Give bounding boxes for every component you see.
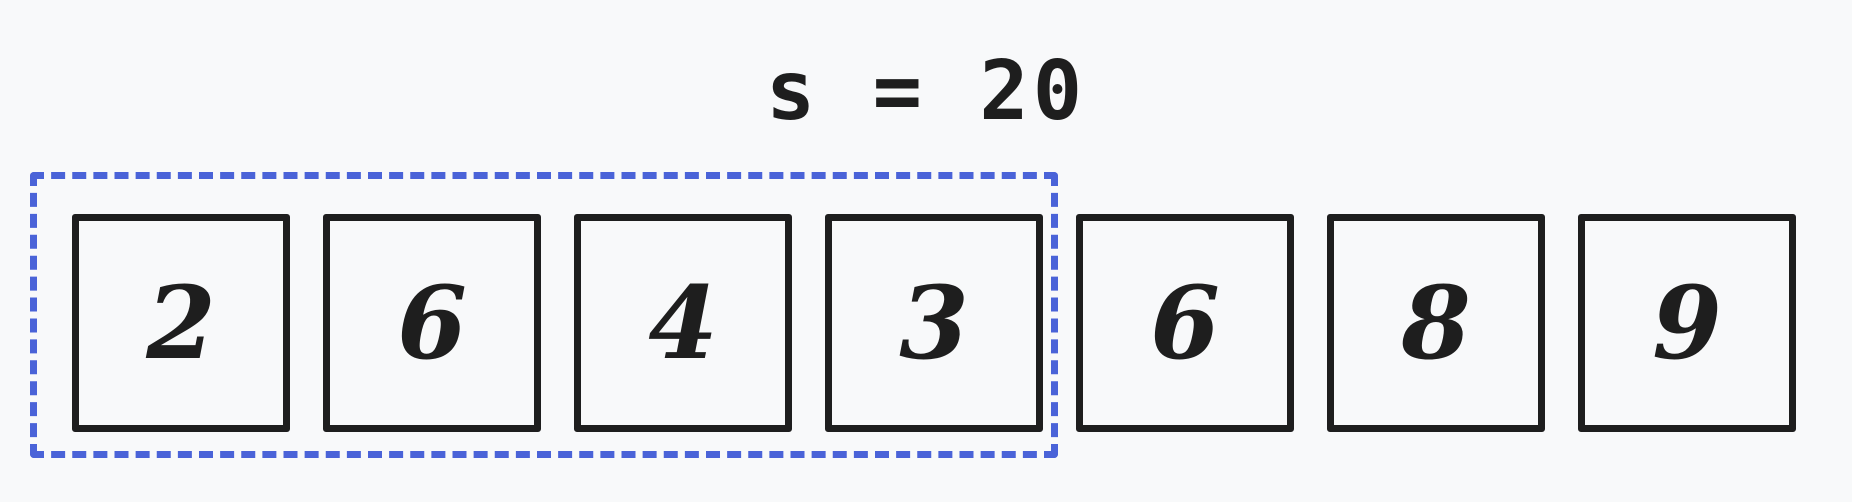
sliding-window-highlight [30,172,1058,458]
array-cell: 6 [323,214,541,432]
sum-label: s = 20 [765,44,1087,139]
array-cell-value: 6 [1150,264,1220,382]
array-cell: 9 [1578,214,1796,432]
array-cell-value: 9 [1652,264,1722,382]
array-cell-value: 4 [648,264,718,382]
array-cell: 8 [1327,214,1545,432]
array-cell: 6 [1076,214,1294,432]
array-cell-value: 6 [397,264,467,382]
array-cell: 2 [72,214,290,432]
array-cell: 4 [574,214,792,432]
array-cell-value: 8 [1401,264,1471,382]
array-cell: 3 [825,214,1043,432]
array-cell-value: 3 [899,264,969,382]
array-cell-value: 2 [146,264,216,382]
array-row: 2 6 4 3 6 8 9 [72,214,1796,432]
